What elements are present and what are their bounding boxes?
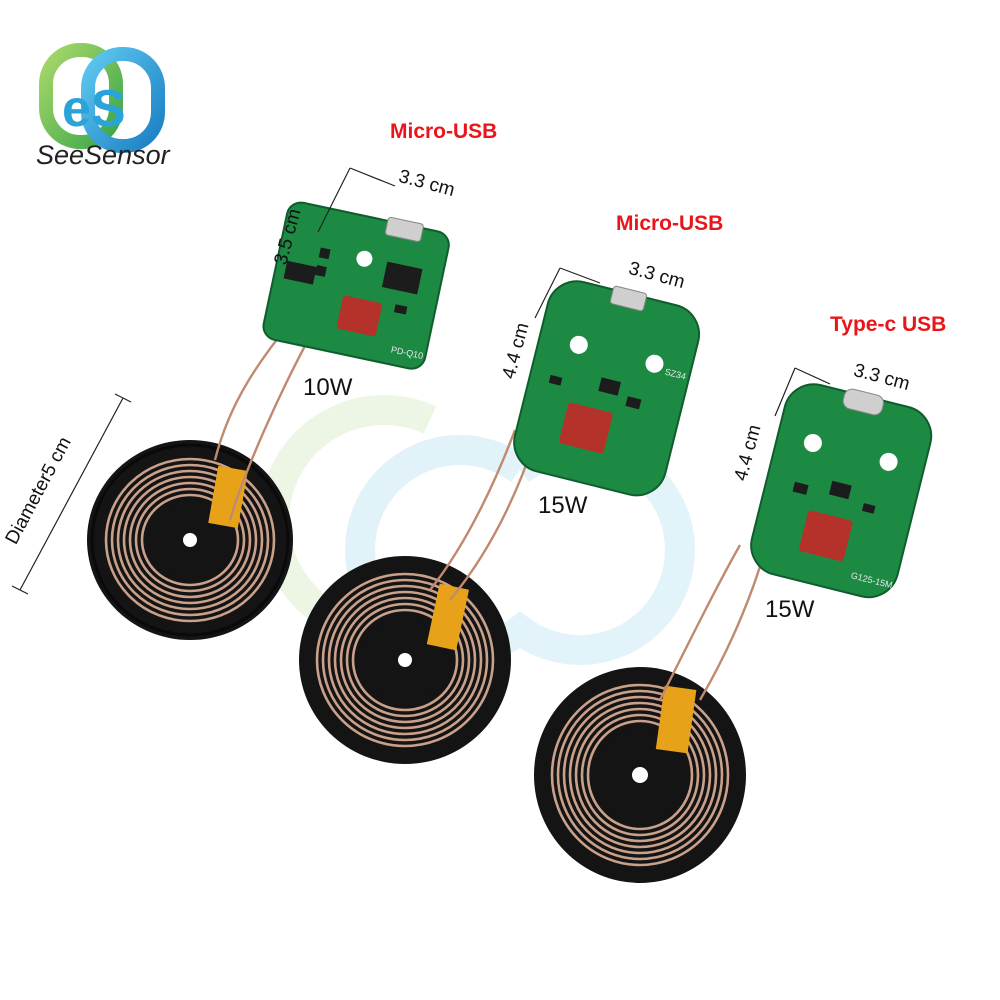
- logo-letters: eS: [62, 80, 126, 138]
- connector-label-3: Type-c USB: [830, 313, 947, 336]
- coil-wires: [213, 309, 767, 701]
- power-label-1: 10W: [303, 374, 353, 401]
- pcb-board-3: G125-15M: [750, 383, 933, 599]
- dimension-lines: [11, 167, 831, 595]
- coil-3: [534, 667, 746, 883]
- coil-2: [299, 556, 511, 764]
- connector-label-1: Micro-USB: [390, 120, 498, 143]
- connector-label-2: Micro-USB: [616, 212, 724, 235]
- power-label-3: 15W: [765, 596, 815, 623]
- brand-name: SeeSensor: [36, 140, 170, 170]
- brand-logo: eS: [39, 43, 165, 153]
- power-label-2: 15W: [538, 492, 588, 519]
- coil-1: [87, 440, 293, 640]
- pcb-board-2: SZ34: [513, 280, 701, 497]
- pcb-board-1: PD-Q10: [262, 201, 450, 370]
